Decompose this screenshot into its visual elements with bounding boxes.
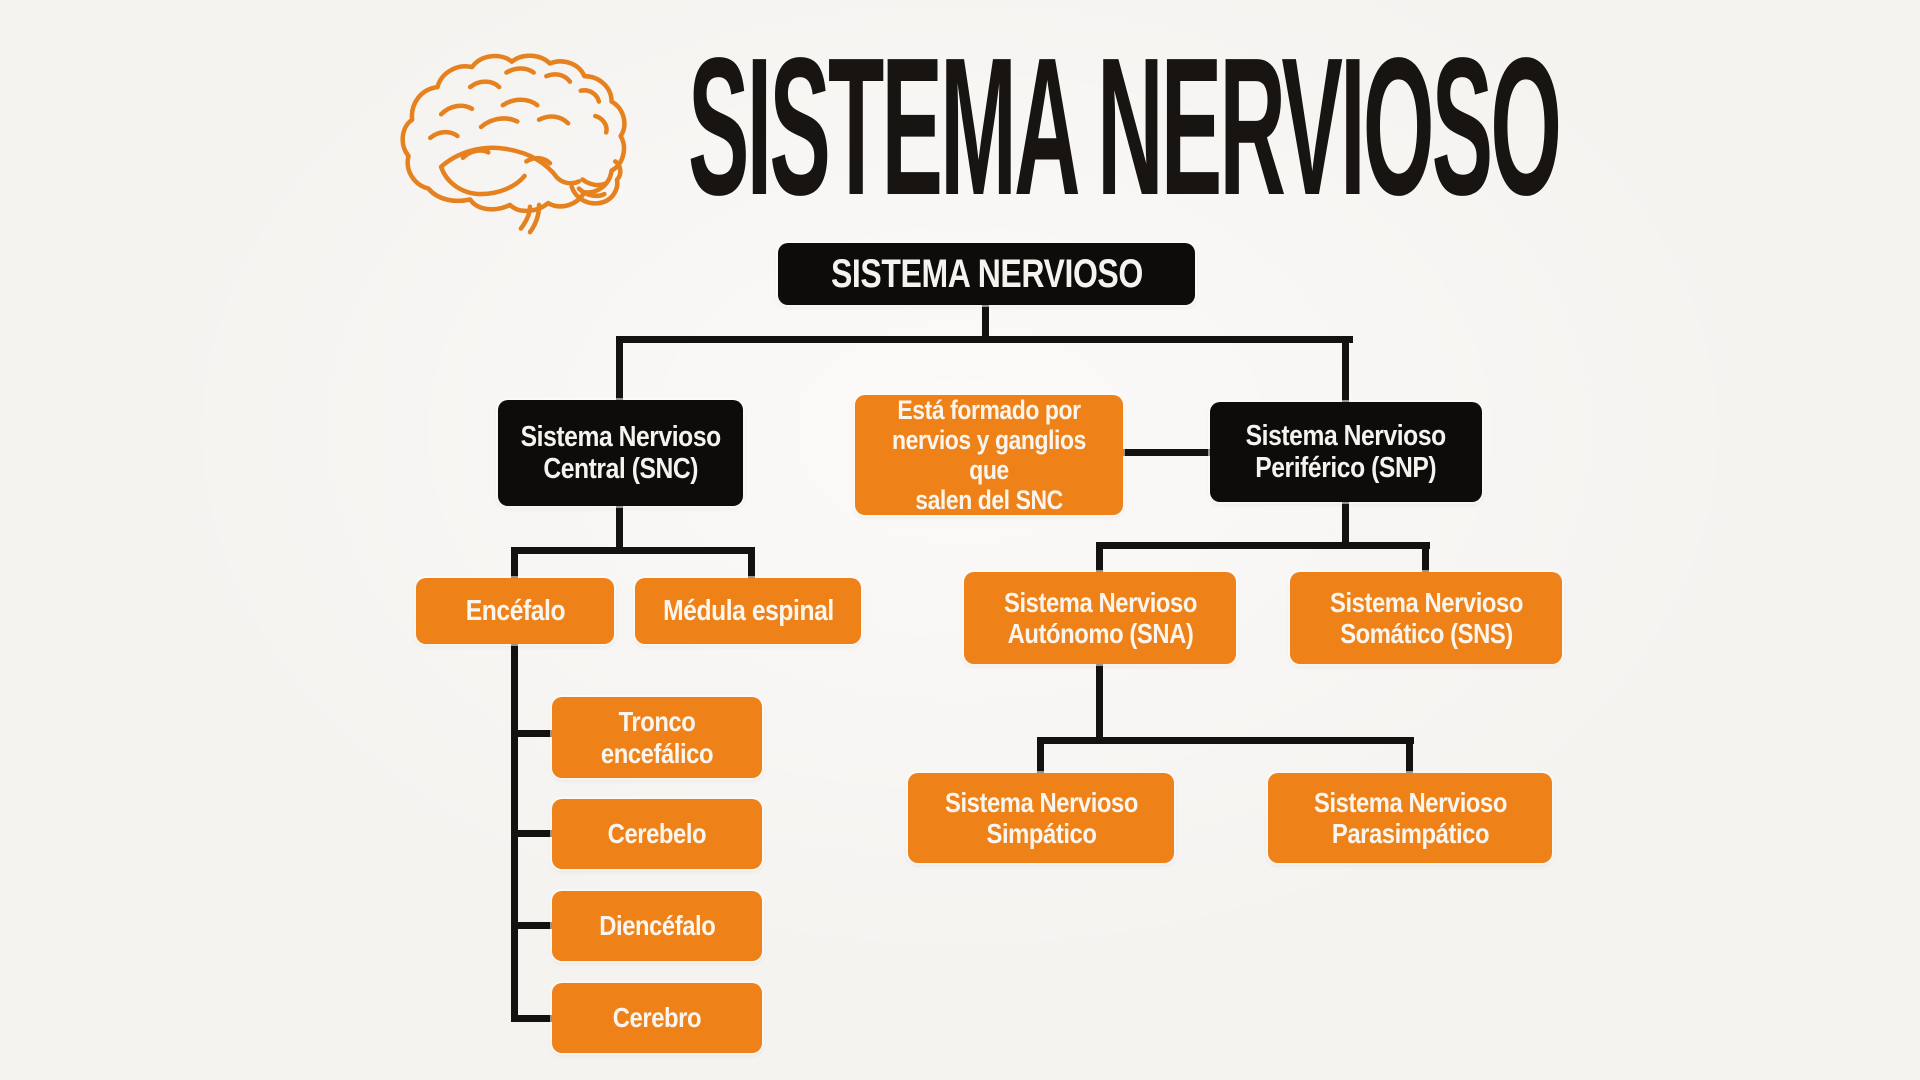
connector-to-snp xyxy=(1342,336,1349,406)
connector-to-medula xyxy=(748,547,755,582)
node-formado-note: Está formado por nervios y ganglios que … xyxy=(855,395,1123,515)
node-diencefalo: Diencéfalo xyxy=(552,891,762,961)
connector-to-snc xyxy=(616,336,623,404)
connector-stub-cerebro xyxy=(511,1015,556,1022)
node-formado-note-label: Está formado por nervios y ganglios que … xyxy=(892,394,1086,516)
node-cerebelo: Cerebelo xyxy=(552,799,762,869)
node-snc-label: Sistema Nervioso Central (SNC) xyxy=(520,420,721,485)
connector-stub-diencefalo xyxy=(511,922,556,929)
connector-to-parasimpatico xyxy=(1406,737,1413,777)
node-sistema-nervioso-root-label: SISTEMA NERVIOSO xyxy=(830,251,1143,296)
connector-to-sna xyxy=(1096,542,1103,576)
node-encefalo: Encéfalo xyxy=(416,578,614,644)
node-sna: Sistema Nervioso Autónomo (SNA) xyxy=(964,572,1236,664)
node-cerebro-label: Cerebro xyxy=(612,1002,702,1034)
node-tronco-encefalico: Tronco encefálico xyxy=(552,697,762,778)
node-encefalo-label: Encéfalo xyxy=(465,594,565,627)
node-tronco-encefalico-label: Tronco encefálico xyxy=(600,706,714,769)
connector-stub-tronco xyxy=(511,730,556,737)
node-diencefalo-label: Diencéfalo xyxy=(598,910,716,942)
connector-sna-children-horizontal xyxy=(1037,737,1414,744)
connector-level1-horizontal xyxy=(616,336,1353,343)
node-medula-espinal-label: Médula espinal xyxy=(662,594,834,627)
connector-snc-down xyxy=(616,500,623,554)
node-simpatico-label: Sistema Nervioso Simpático xyxy=(944,786,1138,849)
connector-to-encefalo xyxy=(511,547,518,582)
node-snp-label: Sistema Nervioso Periférico (SNP) xyxy=(1245,419,1447,484)
node-snp: Sistema Nervioso Periférico (SNP) xyxy=(1210,402,1482,502)
node-sistema-nervioso-root: SISTEMA NERVIOSO xyxy=(778,243,1195,305)
node-sns-label: Sistema Nervioso Somático (SNS) xyxy=(1329,586,1523,649)
node-simpatico: Sistema Nervioso Simpático xyxy=(908,773,1174,863)
connector-note-to-snp xyxy=(1118,449,1214,456)
node-sns: Sistema Nervioso Somático (SNS) xyxy=(1290,572,1562,664)
connector-sna-down xyxy=(1096,660,1103,744)
page-title-text: SISTEMA NERVIOSO xyxy=(688,17,1562,236)
node-parasimpatico: Sistema Nervioso Parasimpático xyxy=(1268,773,1552,863)
node-cerebro: Cerebro xyxy=(552,983,762,1053)
connector-snp-children-horizontal xyxy=(1096,542,1430,549)
connector-to-sns xyxy=(1422,542,1429,576)
node-parasimpatico-label: Sistema Nervioso Parasimpático xyxy=(1313,786,1507,849)
node-snc: Sistema Nervioso Central (SNC) xyxy=(498,400,743,506)
connector-snc-children-horizontal xyxy=(511,547,755,554)
connector-snp-down xyxy=(1342,498,1349,549)
node-cerebelo-label: Cerebelo xyxy=(607,818,707,850)
connector-root-down xyxy=(982,305,989,343)
page-title: SISTEMA NERVIOSO xyxy=(688,29,1920,225)
node-sna-label: Sistema Nervioso Autónomo (SNA) xyxy=(1003,586,1197,649)
brain-icon xyxy=(400,53,627,235)
connector-to-simpatico xyxy=(1037,737,1044,777)
connector-stub-cerebelo xyxy=(511,830,556,837)
node-medula-espinal: Médula espinal xyxy=(635,578,861,644)
